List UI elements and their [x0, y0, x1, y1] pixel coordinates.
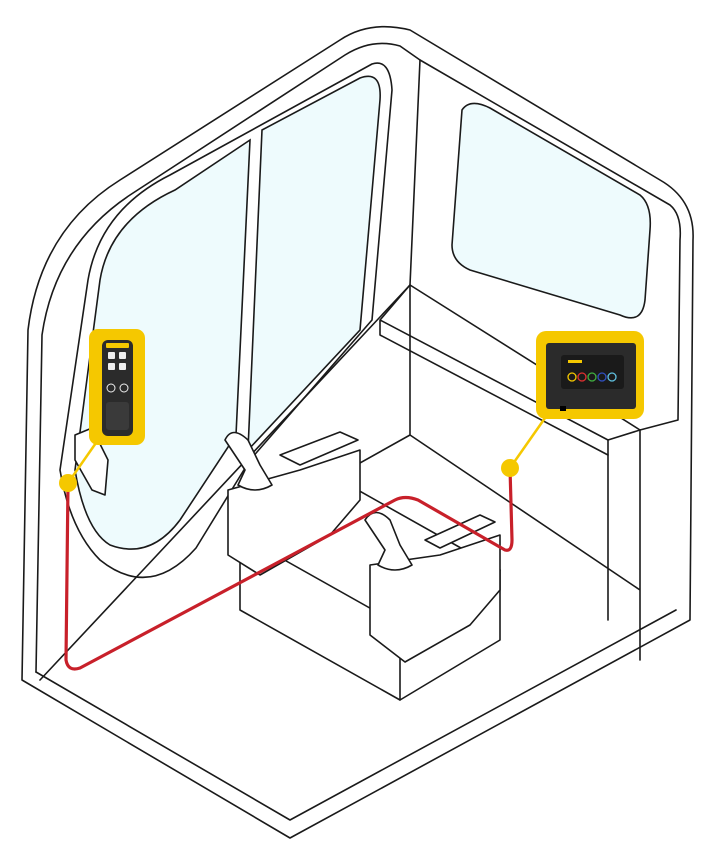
- front-window-left: [74, 138, 251, 550]
- left-armpad: [279, 431, 359, 466]
- remote-buttons: [108, 352, 126, 370]
- cab-inner-frame-right: [409, 59, 682, 431]
- cable: [64, 467, 514, 671]
- remote-gauge-icon: [119, 383, 129, 393]
- cab-inner-frame: [35, 42, 421, 681]
- callout-dot-remote[interactable]: [59, 474, 77, 492]
- leader-control-unit: [508, 417, 547, 469]
- status-led-red: [577, 372, 587, 382]
- remote-dial-icon: [106, 383, 116, 393]
- status-led-blue: [597, 372, 607, 382]
- status-led-cyan: [607, 372, 617, 382]
- rear-shelf: [379, 284, 641, 456]
- status-led-green: [587, 372, 597, 382]
- remote-logo-strip: [106, 343, 129, 348]
- callout-dot-control-unit[interactable]: [501, 459, 519, 477]
- status-led-yellow: [567, 372, 577, 382]
- front-window-right: [247, 75, 381, 453]
- handheld-remote-callout[interactable]: [89, 329, 145, 445]
- control-unit-callout[interactable]: [536, 331, 644, 419]
- left-joystick: [224, 431, 273, 491]
- side-window: [451, 102, 652, 319]
